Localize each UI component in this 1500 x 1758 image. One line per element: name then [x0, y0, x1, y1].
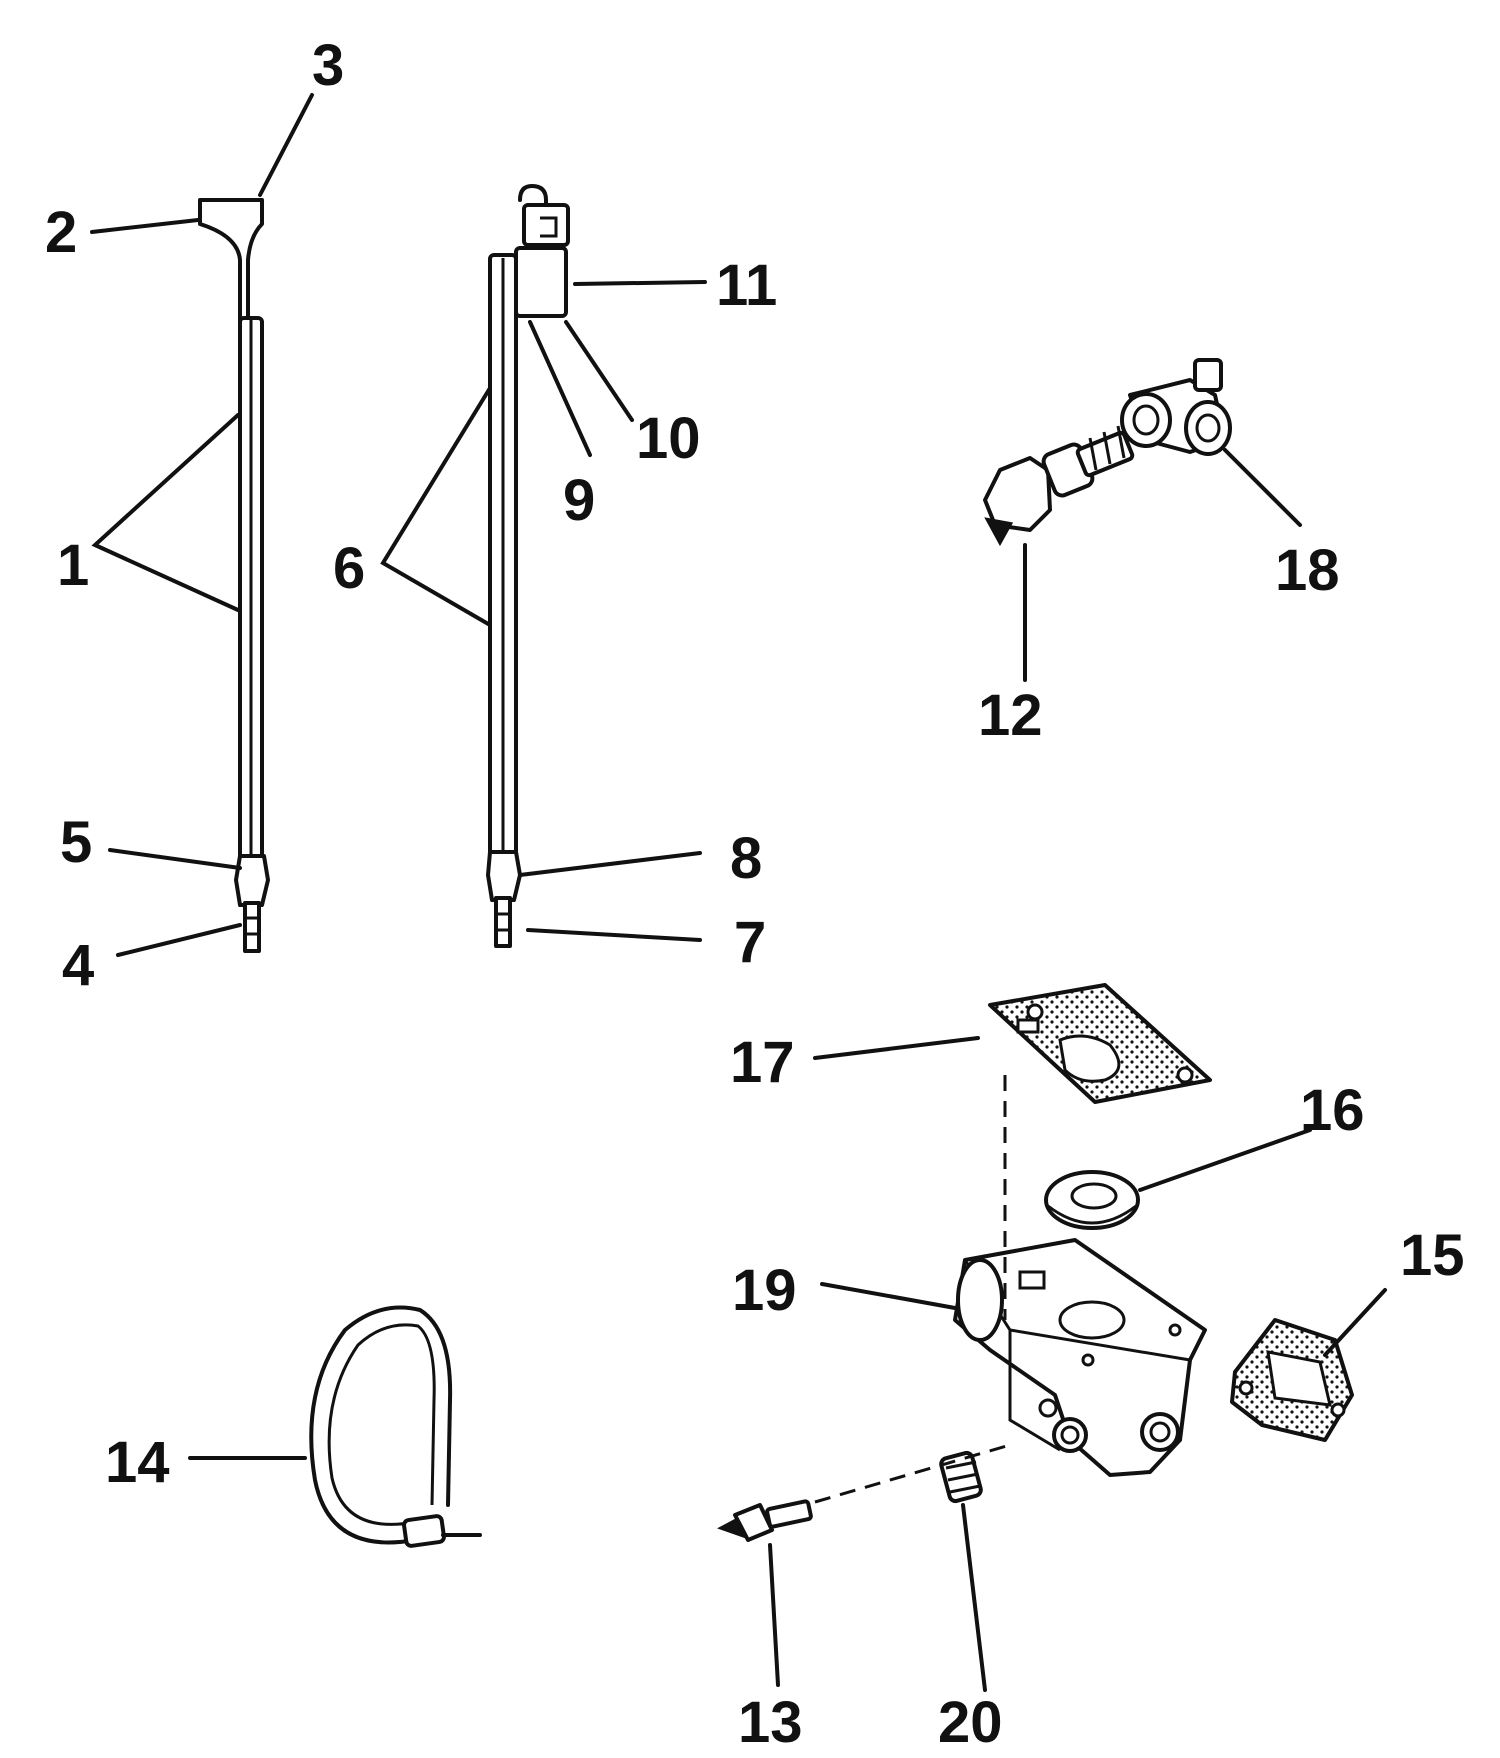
callout-labels: 1 2 3 4 5 6 7 8 9 10 11 12 13 14 15 16 1…	[45, 33, 1465, 1755]
callout-3: 3	[312, 33, 344, 98]
callout-19: 19	[732, 1258, 797, 1323]
plug-20	[939, 1450, 983, 1504]
callout-4: 4	[62, 933, 94, 998]
callout-2: 2	[45, 200, 77, 265]
sender-13	[717, 1499, 813, 1542]
alignment-line-horizontal	[814, 1443, 1011, 1504]
washer-16	[1044, 1170, 1140, 1230]
callout-16: 16	[1300, 1078, 1365, 1143]
callout-13: 13	[738, 1690, 803, 1755]
callout-17: 17	[730, 1030, 795, 1095]
elbow-fitting-18	[1120, 358, 1232, 456]
gasket-17	[988, 983, 1212, 1104]
callout-20: 20	[938, 1690, 1003, 1755]
tube-assembly-left	[198, 198, 270, 953]
callout-8: 8	[730, 826, 762, 891]
callout-15: 15	[1400, 1223, 1465, 1288]
callout-14: 14	[105, 1430, 170, 1495]
callout-9: 9	[563, 468, 595, 533]
strap-14	[309, 1305, 482, 1548]
sensor-fitting-12	[983, 425, 1135, 547]
callout-12: 12	[978, 683, 1043, 748]
callout-10: 10	[636, 406, 701, 471]
leader-lines	[90, 93, 1387, 1692]
gasket-15	[1230, 1318, 1354, 1442]
callout-1: 1	[57, 533, 89, 598]
callout-7: 7	[734, 910, 766, 975]
callout-6: 6	[333, 536, 365, 601]
callout-5: 5	[60, 810, 92, 875]
callout-11: 11	[716, 253, 777, 318]
tube-assembly-right	[486, 184, 570, 948]
housing-19	[953, 1238, 1207, 1477]
callout-18: 18	[1275, 538, 1340, 603]
